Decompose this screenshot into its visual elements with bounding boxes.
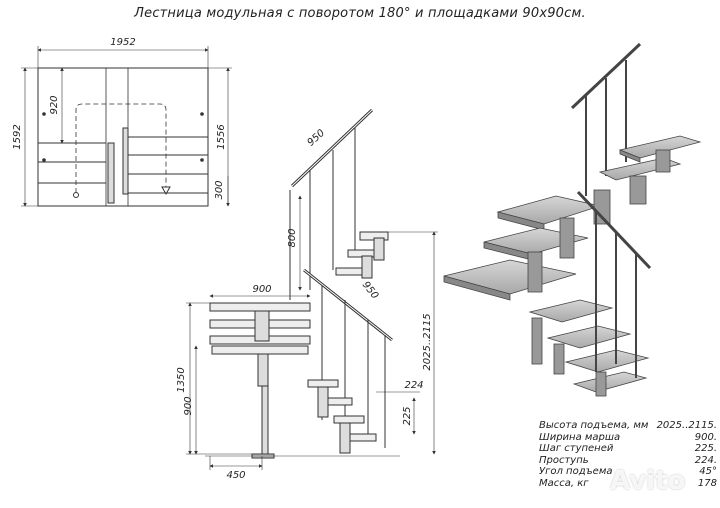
- dim-total-height: 2025..2115: [422, 313, 433, 370]
- spec-label: Угол подъема: [539, 466, 613, 478]
- spec-value: 178: [697, 477, 717, 489]
- spec-value: 45°: [699, 466, 717, 478]
- dim-landing-width: 900: [252, 284, 271, 295]
- spec-row: Шаг ступеней 225.: [539, 443, 717, 455]
- isometric-view: [443, 42, 702, 397]
- spec-label: Масса, кг: [539, 477, 589, 489]
- spec-value: 225.: [694, 443, 717, 455]
- dim-base-450: 450: [226, 470, 245, 481]
- side-elevation: [205, 108, 400, 459]
- elevation-dimensions: [186, 195, 438, 470]
- dim-plan-step: 300: [214, 180, 225, 199]
- spec-row: Высота подъема, мм 2025..2115.: [539, 420, 717, 432]
- spec-label: Ширина марша: [539, 431, 621, 443]
- spec-value: 900.: [694, 431, 717, 443]
- dim-plan-inner: 920: [49, 95, 60, 114]
- dim-plan-width: 1952: [110, 37, 135, 48]
- dim-plan-height-left: 1592: [12, 124, 23, 149]
- drawing-title: Лестница модульная с поворотом 180° и пл…: [134, 6, 586, 21]
- dim-side-900: 900: [183, 396, 194, 415]
- spec-row: Угол подъема 45°: [539, 466, 717, 478]
- spec-row: Проступь 224.: [539, 455, 717, 467]
- dim-rail-lower: 950: [360, 280, 380, 302]
- spec-row: Масса, кг 178: [539, 478, 717, 490]
- dim-step-224: 224: [404, 380, 423, 391]
- spec-row: Ширина марша 900.: [539, 432, 717, 444]
- spec-label: Шаг ступеней: [539, 443, 614, 455]
- plan-dimensions: [21, 46, 232, 207]
- spec-label: Высота подъема, мм: [539, 420, 649, 431]
- spec-value: 2025..2115.: [656, 420, 717, 431]
- spec-value: 224.: [694, 454, 717, 466]
- spec-label: Проступь: [539, 454, 589, 466]
- plan-view: [37, 67, 209, 207]
- dim-rail-upper: 950: [306, 128, 328, 149]
- dim-plan-height-right: 1556: [216, 124, 227, 149]
- dim-post-height: 800: [287, 228, 298, 247]
- dim-step-225: 225: [402, 406, 413, 425]
- dim-side-1350: 1350: [176, 367, 187, 392]
- avito-watermark: Avito: [610, 466, 686, 496]
